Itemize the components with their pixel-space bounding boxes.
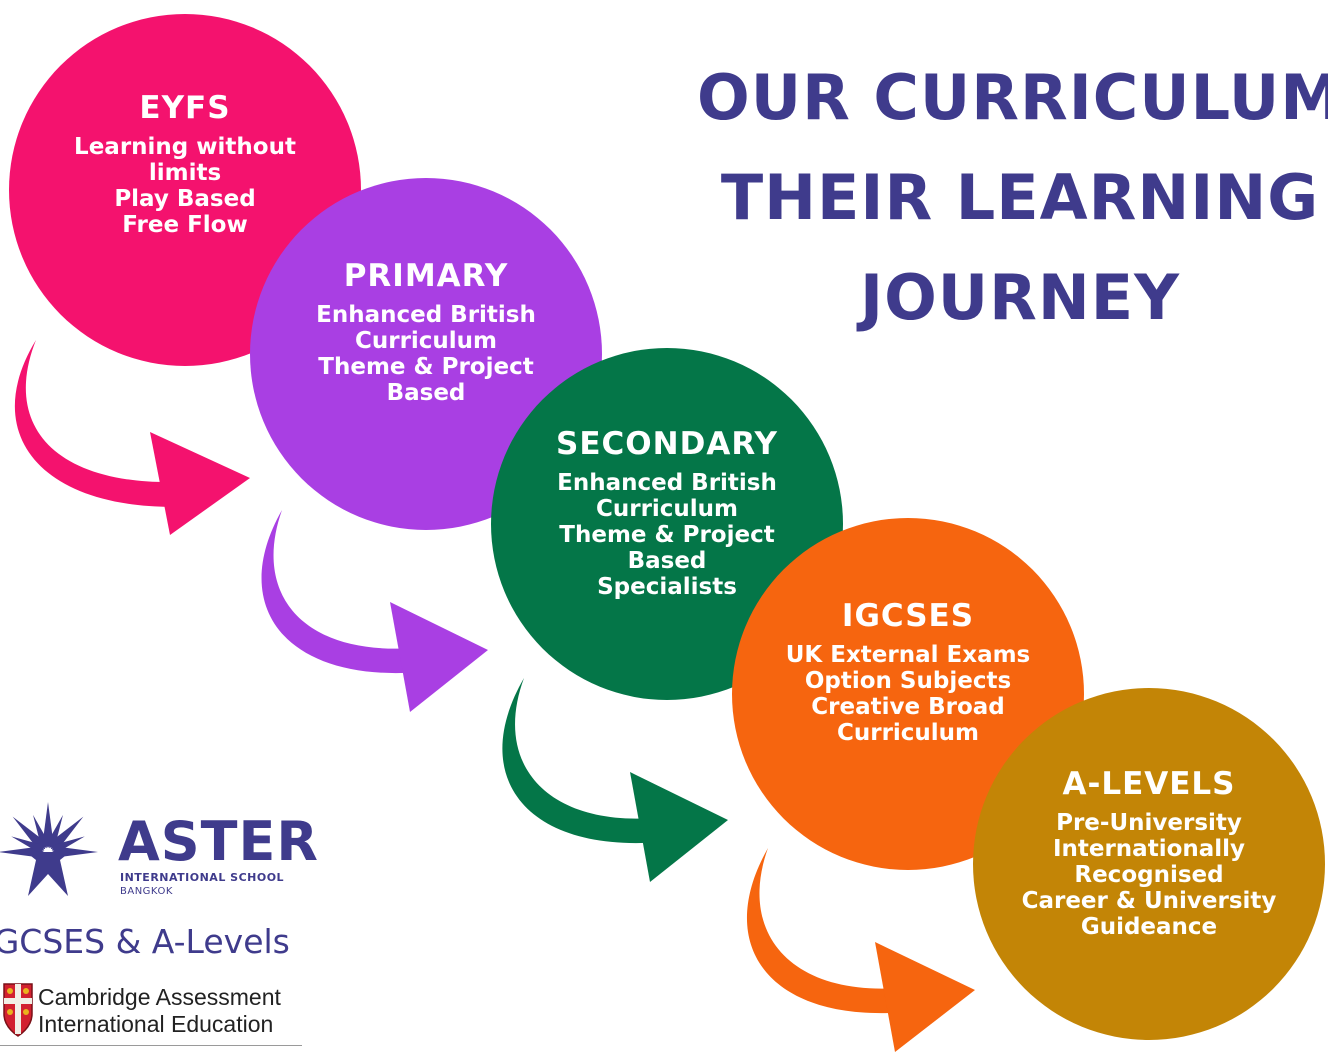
stage-primary-line: Based bbox=[386, 380, 466, 406]
aster-star-icon bbox=[0, 802, 98, 896]
stage-igcses-line: Curriculum bbox=[836, 720, 980, 746]
stage-secondary-line: Specialists bbox=[597, 574, 737, 600]
stage-alevels-circle: A-LEVELS Pre-University Internationally … bbox=[973, 688, 1325, 1040]
stage-secondary-circle: SECONDARY Enhanced British Curriculum Th… bbox=[491, 348, 843, 700]
stage-alevels-line: Internationally bbox=[1052, 836, 1246, 862]
arrow-eyfs-to-primary bbox=[14, 340, 250, 535]
stage-alevels-line: Recognised bbox=[1074, 862, 1224, 888]
stage-secondary-title: SECONDARY bbox=[556, 426, 778, 462]
aster-logo bbox=[0, 802, 98, 1037]
stage-primary-line: Theme & Project bbox=[318, 354, 534, 380]
cambridge-crest-icon bbox=[3, 983, 33, 1037]
school-subtitle: INTERNATIONAL SCHOOL bbox=[120, 871, 285, 884]
stage-alevels-line: Guideance bbox=[1080, 914, 1218, 940]
arrow-igcses-to-alevels bbox=[746, 848, 975, 1052]
stage-igcses-title: IGCSES bbox=[841, 598, 975, 634]
stage-secondary-line: Theme & Project bbox=[559, 522, 775, 548]
stage-eyfs-title: EYFS bbox=[139, 90, 231, 126]
divider bbox=[0, 1045, 302, 1046]
stage-alevels-line: Career & University bbox=[1021, 888, 1277, 914]
stage-alevels-title: A-LEVELS bbox=[1062, 766, 1236, 802]
arrow-secondary-to-igcses bbox=[502, 678, 728, 882]
school-city: BANGKOK bbox=[120, 886, 173, 897]
page-title: OUR CURRICULUM THEIR LEARNING JOURNEY bbox=[640, 48, 1328, 348]
stage-igcses-line: Creative Broad bbox=[811, 694, 1005, 720]
stage-igcses-line: Option Subjects bbox=[804, 668, 1012, 694]
stage-eyfs-line: limits bbox=[148, 160, 222, 186]
stage-eyfs-line: Learning without bbox=[74, 134, 296, 160]
stage-primary-title: PRIMARY bbox=[343, 258, 509, 294]
stage-eyfs-line: Free Flow bbox=[122, 212, 248, 238]
stage-secondary-line: Curriculum bbox=[595, 496, 739, 522]
stage-eyfs-line: Play Based bbox=[114, 186, 256, 212]
stage-eyfs-circle: EYFS Learning without limits Play Based … bbox=[9, 14, 361, 366]
school-name: ASTER bbox=[118, 810, 319, 873]
stage-alevels-line: Pre-University bbox=[1056, 810, 1242, 836]
arrow-primary-to-secondary bbox=[261, 510, 488, 712]
cambridge-line-2: International Education bbox=[38, 1011, 274, 1037]
cambridge-line-1: Cambridge Assessment bbox=[38, 984, 281, 1010]
title-line-1: OUR CURRICULUM bbox=[697, 61, 1328, 134]
title-line-2: THEIR LEARNING bbox=[720, 161, 1320, 234]
stage-primary-line: Curriculum bbox=[354, 328, 498, 354]
stage-primary-line: Enhanced British bbox=[316, 302, 536, 328]
programme-tagline: IGCSES & A-Levels bbox=[0, 922, 290, 961]
title-line-3: JOURNEY bbox=[860, 261, 1180, 334]
stage-secondary-line: Based bbox=[627, 548, 707, 574]
stage-igcses-line: UK External Exams bbox=[785, 642, 1031, 668]
stage-secondary-line: Enhanced British bbox=[557, 470, 777, 496]
